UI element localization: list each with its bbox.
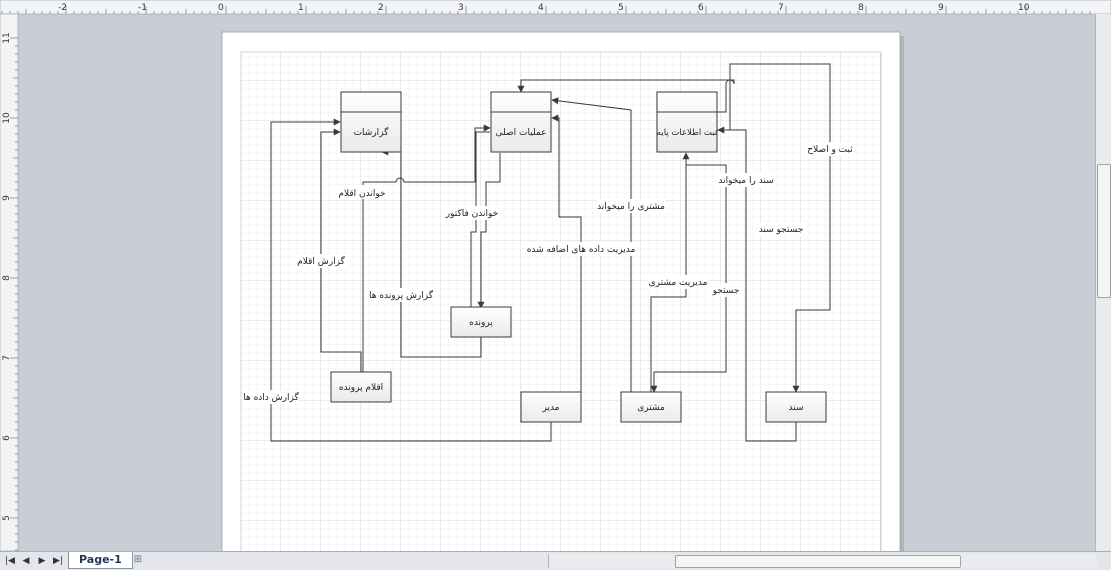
- left-ruler-label: 5: [2, 515, 12, 521]
- insert-page-icon[interactable]: ⊞: [133, 554, 143, 565]
- edge-customer-wants[interactable]: [551, 97, 632, 392]
- node-manager-label: مدیر: [541, 403, 559, 413]
- label-report-files: گزارش پرونده ها: [369, 289, 434, 301]
- top-ruler-label: 3: [458, 3, 464, 13]
- page-tab-bar: |◀ ◀ ▶ ▶| Page-1 ⊞: [0, 551, 1111, 570]
- top-ruler-label: 4: [538, 3, 544, 13]
- edge-manage-customer[interactable]: [650, 152, 690, 392]
- top-ruler-label: 1: [298, 3, 304, 13]
- label-register-edit: ثبت و اصلاح: [807, 145, 853, 155]
- label-search: جستجو: [712, 286, 740, 296]
- last-page-icon[interactable]: ▶|: [53, 556, 63, 566]
- node-file-items[interactable]: اقلام پرونده: [330, 371, 392, 403]
- top-ruler-label: 9: [938, 3, 944, 13]
- top-ruler-label: 6: [698, 3, 704, 13]
- node-file-items-label: اقلام پرونده: [339, 383, 383, 393]
- top-ruler-label: 0: [218, 3, 224, 13]
- tab-page-1[interactable]: Page-1: [68, 552, 133, 569]
- top-ruler-label: -2: [58, 3, 67, 13]
- top-ruler-label: 5: [618, 3, 624, 13]
- vertical-scroll-thumb[interactable]: [1097, 164, 1111, 298]
- drawing-page: [221, 31, 904, 566]
- vertical-scrollbar[interactable]: [1095, 14, 1111, 551]
- label-report-data: گزارش داده ها: [243, 391, 299, 403]
- node-reports-label: گزارشات: [354, 126, 390, 138]
- edge-manage-added[interactable]: [551, 114, 582, 392]
- label-read-items: خواندن اقلام: [338, 189, 385, 199]
- label-manage-customer: مدیریت مشتری: [649, 278, 708, 288]
- top-ruler-label: 10: [1018, 3, 1030, 13]
- node-document[interactable]: سند: [765, 391, 827, 423]
- edge-search-doc[interactable]: [717, 126, 797, 442]
- node-main-ops-label: عملیات اصلی: [496, 128, 547, 138]
- label-doc-wants: سند را میخواند: [718, 176, 773, 186]
- top-ruler-label: -1: [138, 3, 147, 13]
- node-file[interactable]: پرونده: [450, 306, 512, 338]
- node-document-label: سند: [789, 403, 804, 413]
- label-manage-added: مدیریت داده های اضافه شده: [527, 245, 636, 255]
- node-manager[interactable]: مدیر: [520, 391, 582, 423]
- left-ruler-label: 9: [2, 195, 12, 201]
- edge-doc-wants[interactable]: [517, 79, 735, 113]
- edge-report-items[interactable]: [320, 128, 362, 372]
- horizontal-scrollbar[interactable]: [548, 554, 1097, 568]
- edge-file-main[interactable]: [470, 131, 490, 307]
- node-base-info[interactable]: ثبت اطلاعات پایه: [656, 91, 718, 153]
- left-ruler-label: 6: [2, 435, 12, 441]
- left-ruler-label: 8: [2, 275, 12, 281]
- left-ruler-label: 11: [2, 32, 12, 43]
- left-ruler-label: 7: [2, 355, 12, 361]
- top-ruler: -2 -1 0 1 2 3 4 5 6 7 8 9 10: [0, 0, 1111, 15]
- edge-register-edit[interactable]: [716, 63, 831, 393]
- left-ruler-label: 10: [2, 112, 12, 124]
- node-customer[interactable]: مشتری: [620, 391, 682, 423]
- top-ruler-label: 2: [378, 3, 384, 13]
- label-read-invoice: خواندن فاکتور: [445, 209, 498, 219]
- label-customer-wants: مشتری را میخواند: [597, 202, 665, 212]
- prev-page-icon[interactable]: ◀: [22, 556, 30, 566]
- horizontal-scroll-thumb[interactable]: [675, 555, 961, 568]
- left-ruler: 11 10 9 8 7 6 5: [0, 13, 19, 552]
- top-ruler-label: 8: [858, 3, 864, 13]
- node-base-info-label: ثبت اطلاعات پایه: [657, 128, 718, 138]
- next-page-icon[interactable]: ▶: [38, 556, 46, 566]
- label-report-items: گزارش اقلام: [297, 255, 345, 267]
- edge-report-data[interactable]: [270, 118, 552, 442]
- node-reports[interactable]: گزارشات: [340, 91, 402, 153]
- label-search-doc: جستجو سند: [759, 225, 804, 235]
- edge-search[interactable]: [650, 164, 727, 393]
- top-ruler-label: 7: [778, 3, 784, 13]
- connectors: [270, 63, 831, 442]
- node-file-label: پرونده: [469, 318, 493, 328]
- node-customer-label: مشتری: [637, 403, 665, 413]
- node-main-ops[interactable]: عملیات اصلی: [490, 91, 552, 153]
- first-page-icon[interactable]: |◀: [5, 556, 15, 566]
